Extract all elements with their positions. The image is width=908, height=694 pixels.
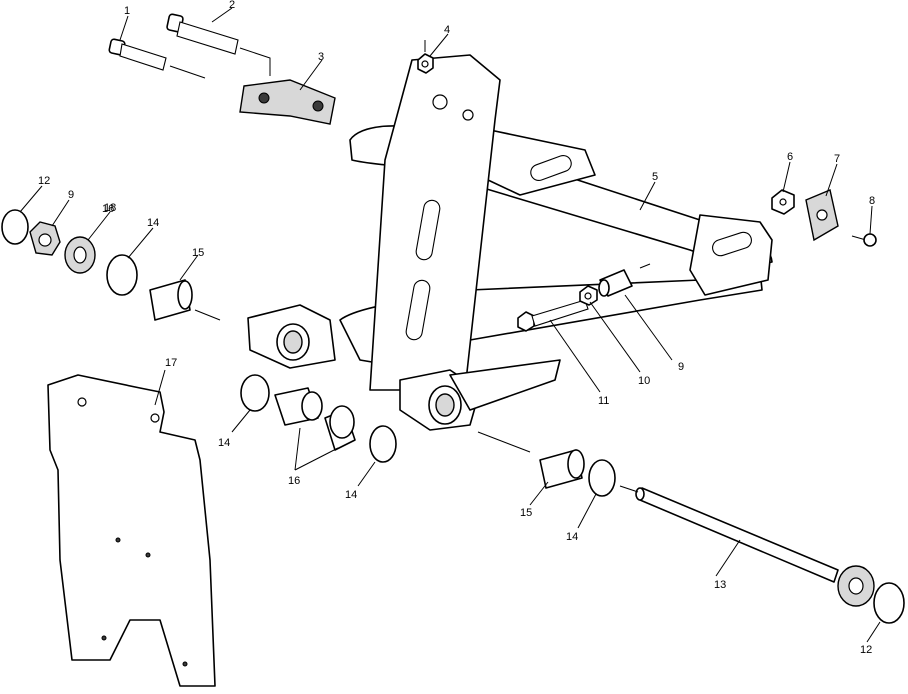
callout-14-right: 14: [566, 531, 578, 543]
nut-6: [771, 189, 795, 215]
callout-14-center-a: 14: [218, 437, 230, 449]
callout-5: 5: [652, 171, 658, 183]
callout-16b: 16: [102, 203, 114, 215]
ring-14-center-a: [240, 374, 270, 412]
callout-labels: 1 2 3 4 5 6 7 8 9 9 10 11 12 12 13 14 14…: [38, 0, 875, 656]
callout-12-right: 12: [860, 644, 872, 656]
callout-17: 17: [165, 357, 177, 369]
swingarm-frame: [247, 54, 773, 431]
cap-12-right: [873, 582, 905, 624]
callout-14-center-b: 14: [345, 489, 357, 501]
bracket-3: [239, 79, 336, 125]
callout-14-left: 14: [147, 217, 159, 229]
callout-7: 7: [834, 153, 840, 165]
callout-15-right: 15: [520, 507, 532, 519]
screw-8: [851, 233, 877, 247]
alignment-lines: [477, 431, 639, 493]
callout-10: 10: [638, 375, 650, 387]
nut-4: [417, 40, 434, 74]
callout-13: 13: [714, 579, 726, 591]
callout-11: 11: [598, 395, 609, 407]
nut-19: [29, 221, 61, 256]
bushing-16b: [324, 405, 356, 451]
callout-16: 16: [288, 475, 300, 487]
bolt-11: [517, 299, 589, 332]
bushing-15-right: [539, 449, 585, 489]
callout-leaders: [19, 7, 881, 643]
bushing-16a: [274, 387, 323, 426]
callout-2: 2: [229, 0, 235, 11]
ring-14-left: [106, 254, 138, 296]
mounting-plate: [47, 374, 216, 687]
clip-7: [805, 189, 839, 242]
washer-18: [64, 236, 96, 274]
callout-8: 8: [869, 195, 875, 207]
axle-13: [635, 487, 875, 607]
callout-15-left: 15: [192, 247, 204, 259]
callout-6: 6: [787, 151, 793, 163]
bushing-15-left: [149, 279, 221, 321]
nut-10: [579, 285, 598, 306]
ring-14-center-b: [369, 425, 397, 463]
callout-18: 18: [104, 202, 116, 214]
callout-12-left: 12: [38, 175, 50, 187]
cap-12-left: [1, 209, 29, 245]
callout-3: 3: [318, 51, 324, 63]
callout-9-left: 9: [68, 189, 74, 201]
callout-4: 4: [444, 24, 450, 36]
bolt-2: [166, 13, 271, 76]
spacer-9: [598, 263, 651, 297]
callout-1: 1: [124, 5, 130, 17]
bolt-1: [108, 38, 206, 79]
callout-9-right: 9: [678, 361, 684, 373]
ring-14-right: [588, 459, 616, 497]
